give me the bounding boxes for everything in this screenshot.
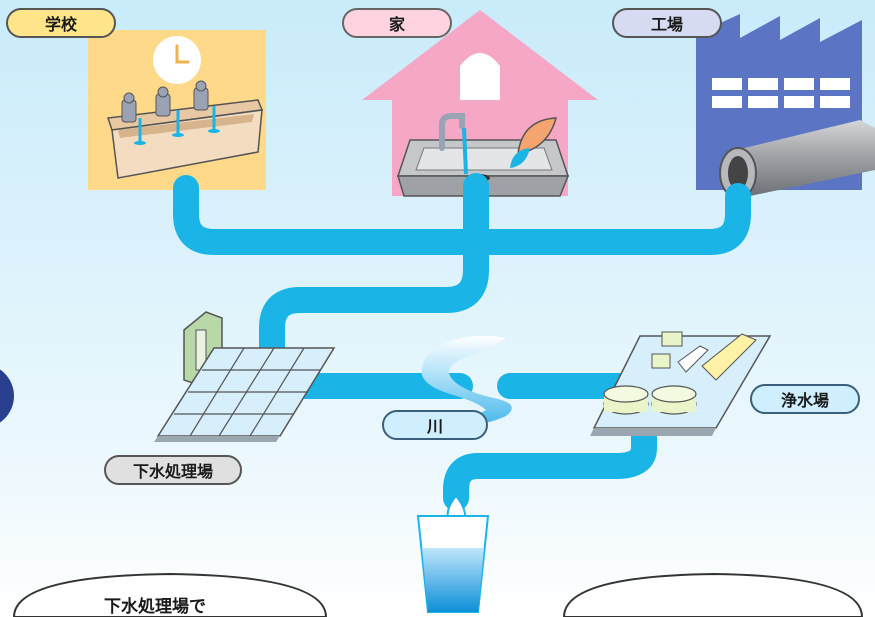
river-illustration <box>421 335 512 425</box>
side-marker <box>0 369 14 423</box>
label-school: 学校 <box>6 8 116 38</box>
water-glass-illustration <box>416 494 490 613</box>
sewage-plant-illustration <box>154 311 336 442</box>
water-plant-illustration <box>590 331 772 436</box>
label-factory: 工場 <box>612 8 722 38</box>
label-sewage-plant: 下水処理場 <box>104 455 242 485</box>
left-speech-bubble <box>12 572 328 617</box>
school-illustration <box>88 30 266 190</box>
left-bubble-text: 下水処理場で <box>104 597 206 617</box>
label-water-plant: 浄水場 <box>750 384 860 414</box>
right-speech-bubble <box>562 572 864 617</box>
label-river: 川 <box>382 410 488 440</box>
factory-illustration <box>696 14 875 199</box>
label-home: 家 <box>342 8 452 38</box>
